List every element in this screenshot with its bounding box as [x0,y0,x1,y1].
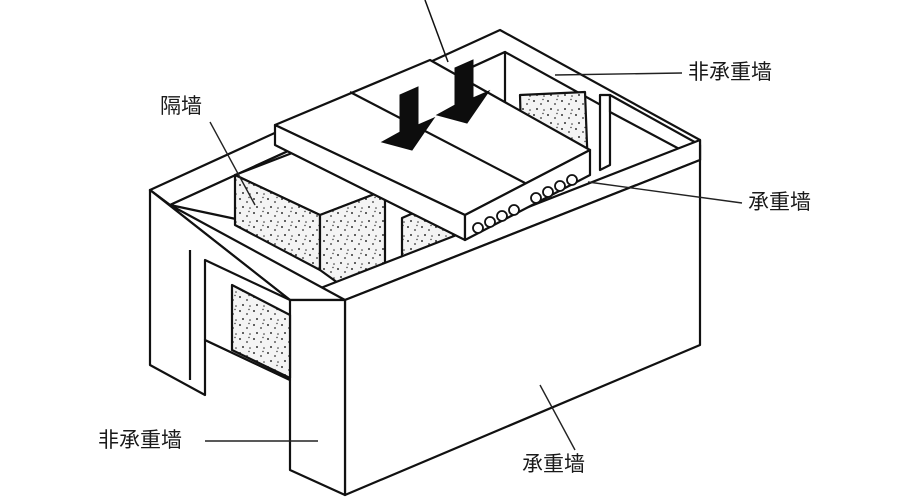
slab-hollow-cores [472,174,578,234]
label-non-load-bearing-top: 非承重墙 [688,60,772,84]
slab-seam [349,91,526,184]
leader-nlb-top [554,72,683,76]
down-arrow-icon [380,59,491,151]
leader-lb-right [587,181,743,204]
right-inner-wall [598,93,612,172]
label-load-bearing-bottom: 承重墙 [522,452,585,476]
label-load-bearing-right: 承重墙 [748,190,811,214]
leader-lb-bottom [539,384,576,451]
slab-front-edge [463,148,592,242]
leader-partition [209,121,256,206]
label-partition-wall: 隔墙 [160,94,202,118]
label-non-load-bearing-left: 非承重墙 [98,428,182,452]
doorway-inner-panel [230,283,292,380]
load-arrow-top-stem [424,0,449,63]
